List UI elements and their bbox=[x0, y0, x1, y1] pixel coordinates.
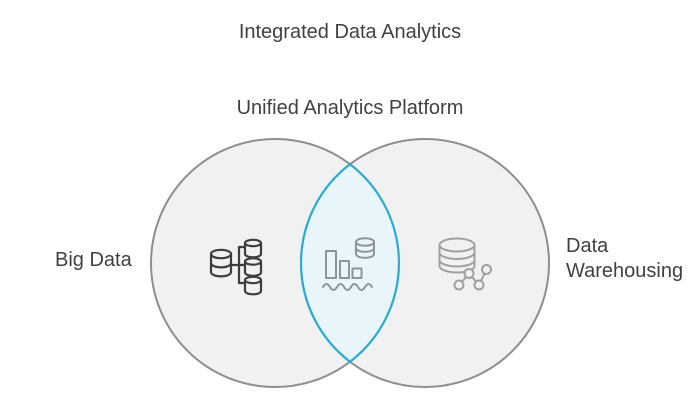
shard-cylinders bbox=[243, 238, 263, 296]
big-data-label: Big Data bbox=[55, 249, 132, 271]
platform-subtitle: Unified Analytics Platform bbox=[236, 97, 464, 119]
linked-nodes bbox=[453, 264, 492, 291]
page-title: Integrated Data Analytics bbox=[238, 21, 462, 43]
analytics-data-lake-icon bbox=[322, 237, 375, 291]
main-database-cylinder bbox=[209, 248, 233, 278]
bar-chart-bars bbox=[325, 250, 363, 279]
water-wave bbox=[322, 283, 373, 291]
small-database-cylinder bbox=[355, 237, 375, 259]
warehouse-database-icon bbox=[438, 237, 492, 291]
database-cluster-icon bbox=[209, 238, 263, 296]
large-database-cylinder bbox=[438, 237, 476, 274]
data-warehousing-label: Data Warehousing bbox=[566, 235, 684, 282]
